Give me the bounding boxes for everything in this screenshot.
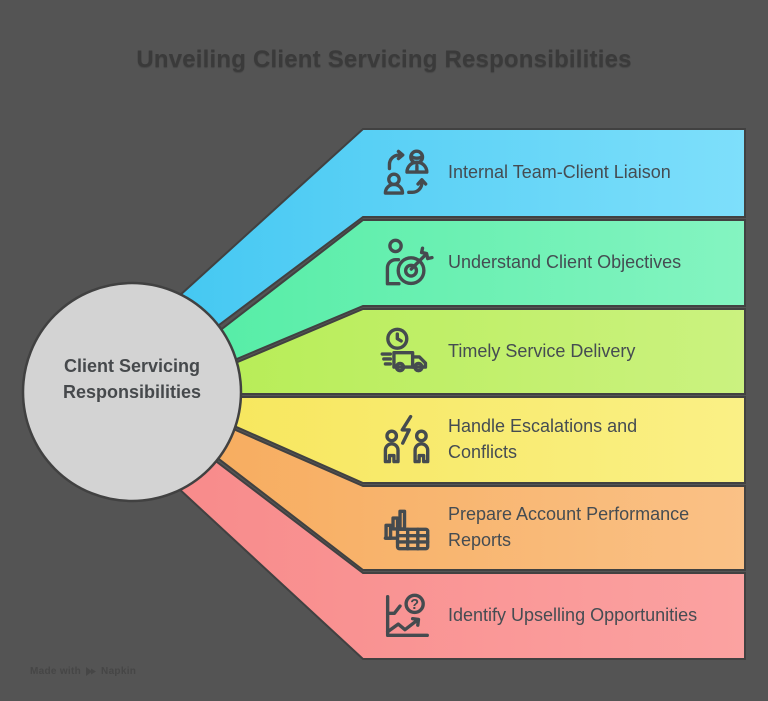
band-row-upselling-opportunities: ? Identify Upselling Opportunities [380,573,738,659]
band-shape-timely-service-delivery [231,308,746,395]
band-row-account-performance-reports: Prepare Account Performance Reports [380,486,738,570]
people-conflict-icon [383,414,430,464]
band-row-understand-client-objectives: Understand Client Objectives [380,220,738,306]
page-title: Unveiling Client Servicing Responsibilit… [136,46,632,73]
growth-question-icon: ? [385,593,429,638]
question-mark-glyph: ? [410,597,419,613]
center-circle-label: Client Servicing Responsibilities [32,353,232,405]
watermark-brand: Napkin [101,666,137,677]
band-row-internal-team-client-liaison: Internal Team-Client Liaison [380,129,738,217]
center-label-line2: Responsibilities [62,382,202,402]
band-label: Timely Service Delivery [448,340,636,361]
band-label: Understand Client Objectives [448,252,682,273]
person-target-icon [385,238,434,286]
band-label: Handle Escalations and Conflicts [448,416,638,462]
center-circle [21,281,243,503]
watermark-prefix: Made with [30,666,82,677]
band-label: Identify Upselling Opportunities [448,605,698,626]
napkin-logo-icon [86,667,97,676]
report-table-icon [383,509,430,551]
napkin-watermark: Made with Napkin [30,666,136,677]
band-label: Internal Team-Client Liaison [448,162,671,183]
band-row-timely-service-delivery: Timely Service Delivery [380,309,738,394]
people-exchange-icon [383,149,429,195]
band-label: Prepare Account Performance Reports [448,504,690,550]
center-label-line1: Client Servicing [63,356,201,376]
band-row-handle-escalations: Handle Escalations and Conflicts [380,397,738,483]
clock-truck-icon [380,327,428,372]
